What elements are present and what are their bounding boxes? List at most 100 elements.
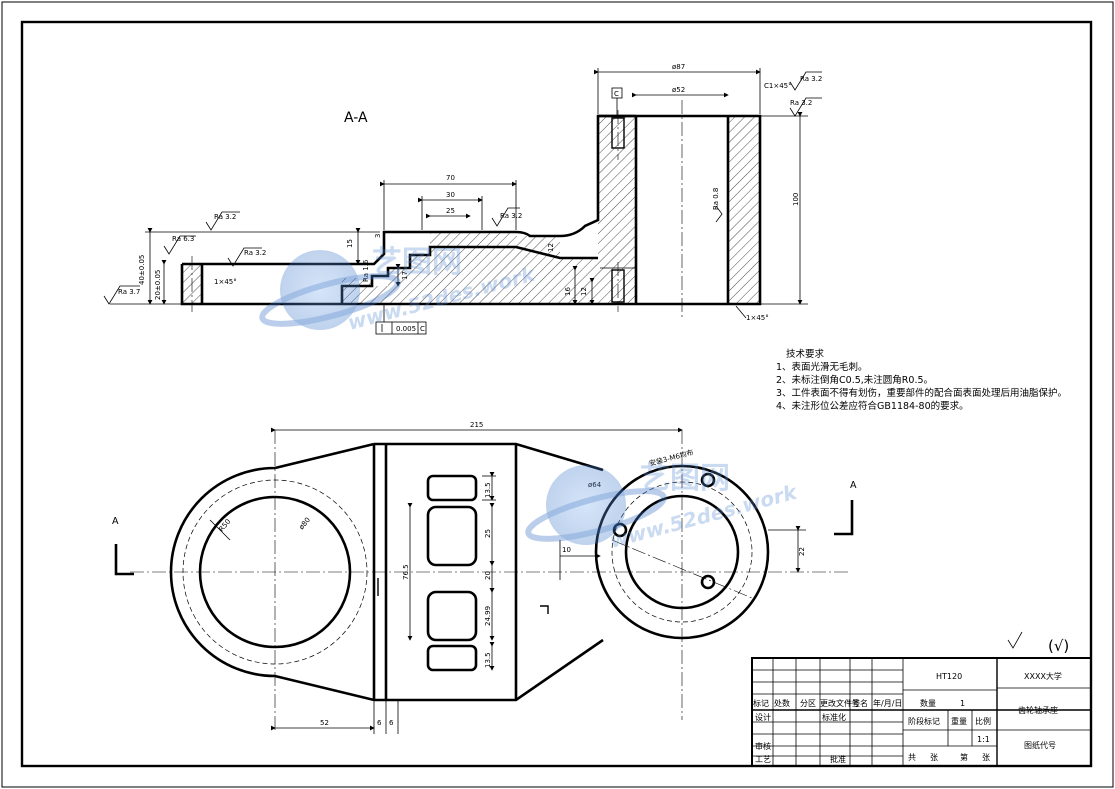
inner-frame xyxy=(20,20,1093,768)
chamfer-right: 1×45° xyxy=(746,314,769,322)
sheet-unit-1: 张 xyxy=(930,753,938,762)
rev-header-sign: 签名 xyxy=(852,698,868,708)
dim-h15: 15 xyxy=(346,239,354,248)
tech-req-1: 1、表面光滑无毛刺。 xyxy=(776,361,868,373)
process-label: 工艺 xyxy=(755,755,771,764)
roughness-7: Ra 1.6 xyxy=(362,259,370,282)
dim-l52: 52 xyxy=(320,719,329,727)
dim-h22: 22 xyxy=(798,547,806,556)
bore-outline xyxy=(598,114,762,306)
dim-h13-5-a: 13.5 xyxy=(484,482,492,498)
roughness-5: Ra 3.2 xyxy=(800,75,822,83)
roughness-6: Ra 3.7 xyxy=(118,288,140,296)
scale-label: 比例 xyxy=(975,716,991,726)
roughness-8: Ra 0.8 xyxy=(712,188,720,210)
part-name: 齿轮轴承座 xyxy=(1018,705,1058,715)
dim-d87: ø87 xyxy=(672,63,685,71)
dim-l70: 70 xyxy=(446,174,455,182)
watermark-name: 艺图网 xyxy=(372,245,462,280)
roughness-3: Ra 3.2 xyxy=(500,212,522,220)
dim-l6-a: 6 xyxy=(377,719,382,727)
right-hub xyxy=(594,464,770,640)
dim-l6-b: 6 xyxy=(389,719,394,727)
roughness-1: Ra 3.2 xyxy=(214,213,236,221)
sheet-nth-label: 第 xyxy=(960,752,968,762)
standard-label: 标准化 xyxy=(822,712,846,722)
dim-h76-5: 76.5 xyxy=(402,564,410,580)
roughness-symbols: Ra 3.2 Ra 3.2 Ra 3.2 Ra 6.3 Ra 3.2 Ra 3.… xyxy=(103,71,822,305)
design-label: 设计 xyxy=(755,712,771,722)
rev-header-mark: 标记 xyxy=(753,698,769,708)
rev-header-zone: 分区 xyxy=(800,699,816,708)
school-name: XXXX大学 xyxy=(1024,671,1062,681)
section-label: A-A xyxy=(344,110,368,126)
chamfer-left: 1×45° xyxy=(214,278,237,286)
pocket-4 xyxy=(426,644,478,672)
pocket-3 xyxy=(426,590,478,642)
tech-req-3: 3、工件表面不得有划伤，重要部件的配合面表面处理后用油脂保护。 xyxy=(776,387,1067,399)
sheet-total-label: 共 xyxy=(908,753,916,762)
roughness-general-icon xyxy=(1007,631,1023,649)
tech-req-title: 技术要求 xyxy=(786,348,825,360)
dim-h16: 16 xyxy=(564,287,572,296)
section-view: A-A ø87 ø52 C1×45° 100 70 xyxy=(103,63,822,335)
right-wall-hatch xyxy=(728,116,760,304)
tech-req-2: 2、未标注倒角C0.5,未注圆角R0.5。 xyxy=(776,374,933,386)
chamfer-top: C1×45° xyxy=(764,82,792,90)
dim-l10: 10 xyxy=(562,546,571,554)
bolt-hole-1 xyxy=(700,472,716,488)
roughness-2: Ra 3.2 xyxy=(244,249,266,257)
section-marker-left: A xyxy=(112,516,119,527)
dim-h20: 20 xyxy=(484,571,492,580)
svg-text:C: C xyxy=(420,325,425,333)
left-bore xyxy=(198,495,352,649)
material: HT120 xyxy=(936,672,962,681)
drawing-number: 图纸代号 xyxy=(1024,740,1056,750)
rev-header-date: 年/月/日 xyxy=(873,698,902,708)
review-label: 审核 xyxy=(755,741,771,751)
watermark-globe-icon xyxy=(280,250,360,330)
bolt-circle xyxy=(611,481,753,623)
dim-h3: 3 xyxy=(374,234,382,238)
watermark-globe-icon xyxy=(546,465,626,545)
pocket-1 xyxy=(426,474,478,502)
left-dash-circle xyxy=(182,479,368,665)
tech-req-4: 4、未注形位公差应符合GB1184-80的要求。 xyxy=(776,400,969,412)
roughness-4: Ra 6.3 xyxy=(172,235,194,243)
dim-left-b: 20±0.05 xyxy=(154,270,162,300)
dim-h13-5-b: 13.5 xyxy=(484,652,492,668)
web-hatch xyxy=(342,232,598,304)
dim-left-a: 40±0.05 xyxy=(138,255,146,285)
dim-d52: ø52 xyxy=(672,86,685,94)
dim-d80: ø80 xyxy=(297,516,312,531)
dim-h100: 100 xyxy=(792,193,800,206)
weight-label: 重量 xyxy=(951,716,967,726)
stage-label: 阶段标记 xyxy=(908,716,940,726)
roughness-9: Ra 3.2 xyxy=(790,99,812,107)
roughness-other: (√) xyxy=(1048,637,1069,655)
rev-header-docno: 更改文件号 xyxy=(820,698,860,708)
pocket-2 xyxy=(426,505,478,567)
plan-view: 215 R50 ø80 ø64 安装3-M6均布 13.5 25 20 24.9… xyxy=(112,421,857,734)
right-bore xyxy=(624,494,740,610)
datum-label: C xyxy=(614,90,619,98)
dim-l25: 25 xyxy=(446,207,455,215)
rev-header-count: 处数 xyxy=(774,698,790,708)
sheet-unit-2: 张 xyxy=(982,753,990,762)
title-block: HT120 XXXX大学 齿轮轴承座 图纸代号 数量 1 阶段标记 重量 比例 … xyxy=(751,657,1092,767)
dim-h24-99: 24.99 xyxy=(484,606,492,626)
svg-text:0.005: 0.005 xyxy=(396,325,416,333)
qty-label: 数量 xyxy=(920,698,936,708)
dim-l30: 30 xyxy=(446,191,455,199)
dim-h12-web: 12 xyxy=(547,243,555,252)
technical-requirements: 技术要求 1、表面光滑无毛刺。 2、未标注倒角C0.5,未注圆角R0.5。 3、… xyxy=(776,348,1067,412)
dim-h25: 25 xyxy=(484,529,492,538)
approve-label: 批准 xyxy=(830,754,846,764)
scale-value: 1:1 xyxy=(977,735,990,744)
geometric-tolerance-frame: 0.005 C xyxy=(375,304,427,335)
body-hatch xyxy=(598,116,636,304)
watermark-name: 艺图网 xyxy=(640,461,730,496)
qty-value: 1 xyxy=(960,699,965,708)
